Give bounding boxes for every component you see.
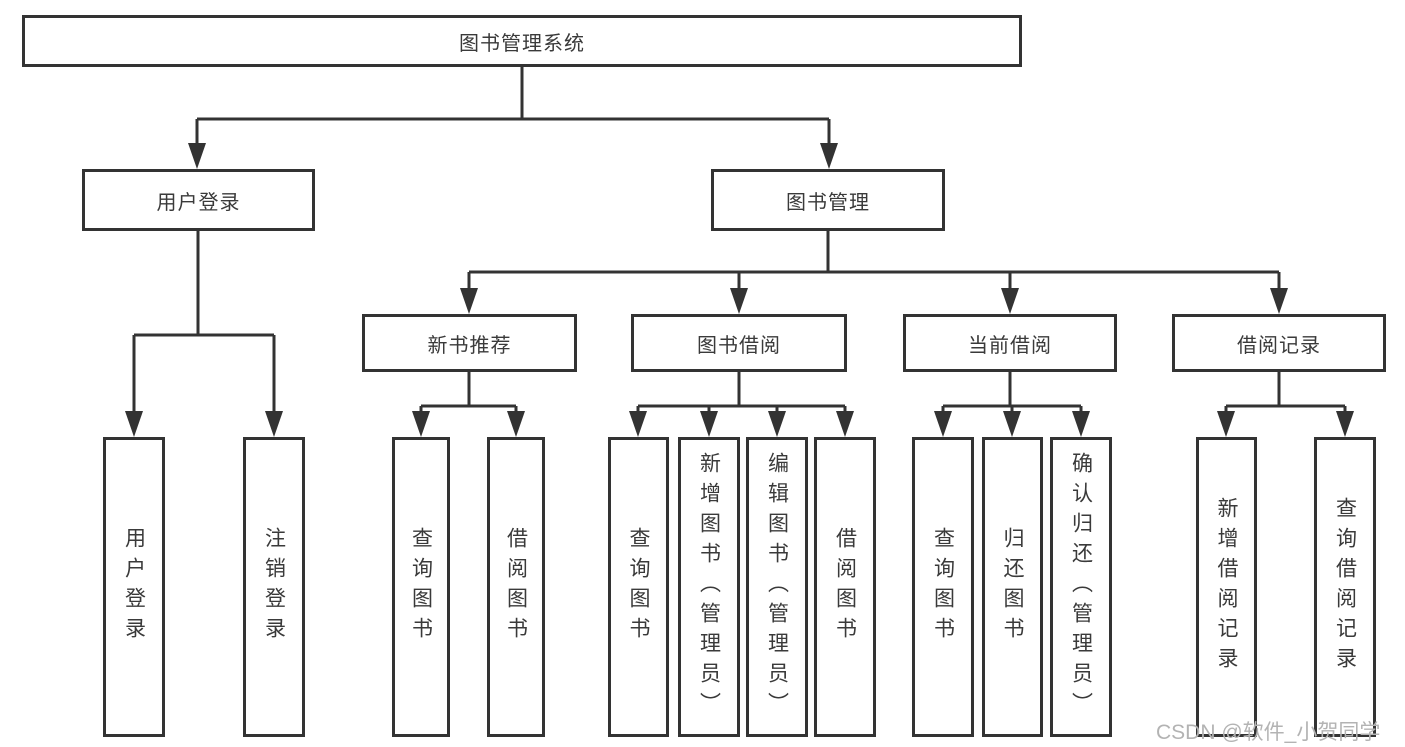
- node-label: 用户登录: [156, 191, 241, 214]
- leaf-borrow-books: 借阅图书: [487, 437, 545, 737]
- leaf-add-borrowing-record: 新增借阅记录: [1196, 437, 1257, 737]
- node-book-borrowing: 图书借阅: [631, 314, 847, 372]
- node-label: 新书推荐: [427, 334, 512, 357]
- node-label: 借阅图书: [833, 527, 857, 647]
- node-user-login: 用户登录: [82, 169, 315, 231]
- node-label: 确认归还（管理员）: [1069, 452, 1093, 722]
- leaf-query-books: 查询图书: [392, 437, 450, 737]
- node-label: 当前借阅: [968, 334, 1052, 357]
- node-library-management-system: 图书管理系统: [22, 15, 1022, 67]
- node-label: 查询图书: [627, 527, 650, 647]
- node-label: 归还图书: [1001, 527, 1024, 647]
- node-label: 图书管理: [786, 191, 870, 214]
- leaf-borrow-books: 借阅图书: [814, 437, 876, 737]
- node-borrowing-records: 借阅记录: [1172, 314, 1386, 372]
- node-label: 查询借阅记录: [1333, 497, 1357, 677]
- leaf-query-books: 查询图书: [608, 437, 669, 737]
- leaf-logout: 注销登录: [243, 437, 305, 737]
- node-new-book-recommendation: 新书推荐: [362, 314, 577, 372]
- node-label: 查询图书: [931, 527, 955, 647]
- csdn-watermark: CSDN @软件_小贺同学: [1156, 721, 1381, 744]
- arrowheads: [125, 143, 1354, 437]
- node-label: 注销登录: [262, 527, 286, 647]
- node-label: 图书借阅: [697, 334, 781, 357]
- node-label: 新增图书（管理员）: [697, 452, 721, 722]
- node-current-borrowing: 当前借阅: [903, 314, 1117, 372]
- leaf-confirm-return-admin: 确认归还（管理员）: [1050, 437, 1112, 737]
- leaf-return-books: 归还图书: [982, 437, 1043, 737]
- leaf-user-login: 用户登录: [103, 437, 165, 737]
- leaf-query-borrowing-record: 查询借阅记录: [1314, 437, 1376, 737]
- leaf-edit-books-admin: 编辑图书（管理员）: [746, 437, 808, 737]
- node-label: 编辑图书（管理员）: [765, 452, 789, 722]
- node-label: 图书管理系统: [459, 32, 585, 55]
- node-label: 用户登录: [122, 527, 146, 647]
- node-label: 查询图书: [409, 527, 433, 647]
- leaf-query-books: 查询图书: [912, 437, 974, 737]
- node-label: 新增借阅记录: [1215, 497, 1238, 677]
- node-label: 借阅记录: [1237, 334, 1321, 357]
- node-book-management: 图书管理: [711, 169, 945, 231]
- leaf-add-books-admin: 新增图书（管理员）: [678, 437, 740, 737]
- node-label: 借阅图书: [504, 527, 528, 647]
